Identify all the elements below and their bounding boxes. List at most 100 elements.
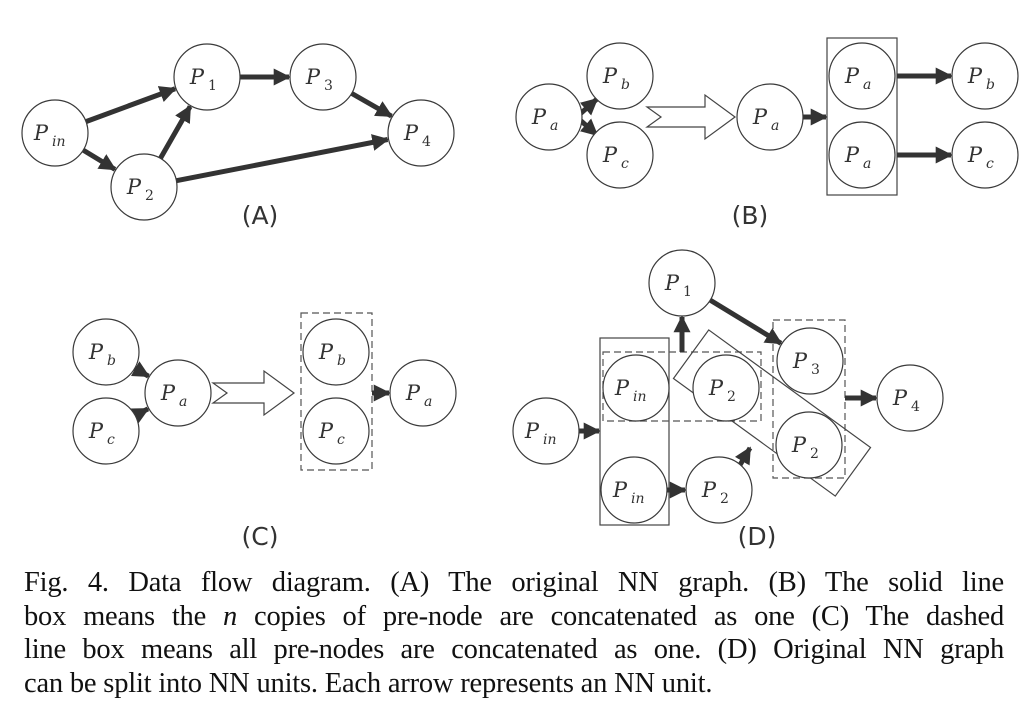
edge-pa-pb: [578, 97, 599, 116]
node-subscript: b: [337, 353, 346, 369]
caption-line-2: box means the n copies of pre-node are c…: [24, 600, 1005, 632]
node-subscript: 4: [422, 134, 431, 150]
edge-p2-p4: [175, 134, 390, 184]
node-circle: [602, 354, 670, 422]
caption-line-3: line box means all pre-nodes are concate…: [24, 634, 1004, 665]
panel-label-a: (A): [242, 201, 279, 230]
node-circle: [289, 43, 357, 111]
node-label: P: [524, 419, 540, 443]
node-circle: [951, 121, 1019, 189]
node-circle: [389, 359, 457, 427]
math-symbol-n: n: [223, 600, 238, 632]
node-label: P: [664, 271, 680, 295]
edge-p2-rotbox: [734, 446, 753, 467]
figure-caption: Fig. 4. Data flow diagram. (A) The origi…: [24, 566, 1004, 700]
node-circle: [72, 318, 140, 386]
node-label: P: [403, 121, 419, 145]
transform-arrow-b: [645, 93, 737, 141]
node-subscript: a: [550, 118, 558, 134]
node-circle: [648, 249, 716, 317]
node-subscript: in: [633, 389, 647, 405]
node-subscript: in: [543, 432, 557, 448]
node-label: P: [752, 105, 768, 129]
node-circle: [586, 121, 654, 189]
node-circle: [600, 456, 668, 524]
node-subscript: a: [179, 394, 187, 410]
node-circle: [951, 42, 1019, 110]
node-subscript: a: [863, 77, 871, 93]
node-label: P: [967, 143, 983, 167]
node-label: P: [844, 143, 860, 167]
node-label: P: [318, 340, 334, 364]
node-circle: [173, 43, 241, 111]
node-circle: [775, 411, 843, 479]
node-label: P: [791, 433, 807, 457]
node-subscript: a: [863, 156, 871, 172]
node-subscript: 2: [145, 188, 154, 204]
node-label: P: [614, 376, 630, 400]
edge-p3-p4: [350, 91, 393, 119]
node-circle: [302, 397, 370, 465]
node-label: P: [126, 175, 142, 199]
node-circle: [302, 318, 370, 386]
node-subscript: 1: [208, 78, 217, 94]
node-subscript: b: [621, 77, 630, 93]
node-subscript: c: [986, 156, 994, 172]
caption-line-4: can be split into NN units. Each arrow r…: [24, 667, 713, 699]
node-label: P: [892, 386, 908, 410]
node-subscript: a: [424, 394, 432, 410]
node-subscript: 2: [810, 446, 819, 462]
edge-pin-p1: [85, 86, 177, 124]
node-label: P: [602, 143, 618, 167]
node-circle: [828, 121, 896, 189]
node-subscript: b: [107, 353, 116, 369]
node-circle: [876, 364, 944, 432]
node-label: P: [305, 65, 321, 89]
panel-label-b: (B): [732, 201, 769, 230]
node-label: P: [160, 381, 176, 405]
node-circle: [110, 153, 178, 221]
node-circle: [21, 99, 89, 167]
caption-line-1: Fig. 4. Data flow diagram. (A) The origi…: [24, 567, 1004, 598]
node-label: P: [612, 478, 628, 502]
node-circle: [586, 42, 654, 110]
node-circle: [685, 456, 753, 524]
edge-pc-pa: [130, 406, 150, 424]
node-circle: [144, 359, 212, 427]
node-label: P: [701, 478, 717, 502]
node-subscript: 2: [727, 389, 736, 405]
node-subscript: b: [986, 77, 995, 93]
node-subscript: in: [52, 134, 66, 150]
node-subscript: a: [771, 118, 779, 134]
panel-labels-layer: (A)(B)(C)(D): [242, 201, 777, 551]
node-label: P: [602, 64, 618, 88]
solid-box-p2-copies: [672, 329, 872, 497]
node-label: P: [844, 64, 860, 88]
panel-label-c: (C): [242, 522, 279, 551]
